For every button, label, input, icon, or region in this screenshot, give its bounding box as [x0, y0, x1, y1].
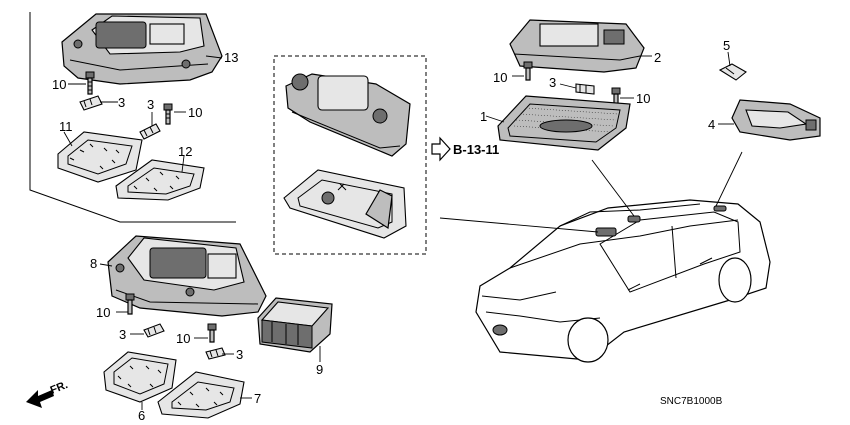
- callout-13: 13: [224, 50, 238, 65]
- callout-3: 3: [119, 327, 126, 342]
- callout-3: 3: [236, 347, 243, 362]
- lens-icon: [283, 169, 407, 239]
- map-light-housing-icon: [285, 73, 411, 157]
- car-icon: [475, 199, 771, 363]
- screw-icon: [125, 293, 135, 315]
- callout-2: 2: [654, 50, 661, 65]
- lens-icon: [497, 95, 631, 151]
- callout-11: 11: [59, 119, 73, 134]
- bulb-icon: [139, 123, 161, 140]
- arrow-icon: [26, 390, 54, 408]
- callout-1: 1: [480, 109, 487, 124]
- callout-10: 10: [176, 331, 190, 346]
- screw-icon: [523, 61, 533, 81]
- diagram-code: SNC7B1000B: [660, 396, 723, 407]
- map-light-housing-icon: [107, 235, 267, 317]
- map-light-housing-icon: [61, 13, 223, 85]
- screw-icon: [207, 323, 217, 343]
- callout-10: 10: [96, 305, 110, 320]
- lens-icon: [157, 371, 245, 419]
- callout-3: 3: [549, 75, 556, 90]
- reference-label: B-13-11: [453, 142, 499, 157]
- callout-5: 5: [723, 38, 730, 53]
- callout-3: 3: [147, 97, 154, 112]
- screw-icon: [85, 71, 95, 95]
- map-light-housing-icon: [257, 297, 333, 353]
- group-frame-top-left: [29, 12, 236, 223]
- callout-12: 12: [178, 144, 192, 159]
- callout-10: 10: [188, 105, 202, 120]
- callout-10: 10: [52, 77, 66, 92]
- bulb-icon: [575, 83, 595, 95]
- screw-icon: [163, 103, 173, 125]
- callout-7: 7: [254, 391, 261, 406]
- bulb-icon: [718, 63, 747, 81]
- callout-6: 6: [138, 408, 145, 423]
- bulb-icon: [205, 347, 226, 360]
- bulb-icon: [79, 95, 103, 111]
- callout-8: 8: [90, 256, 97, 271]
- lens-icon: [57, 131, 143, 183]
- callout-10: 10: [493, 70, 507, 85]
- map-light-housing-icon: [731, 99, 821, 141]
- lens-icon: [103, 351, 177, 403]
- callout-3: 3: [118, 95, 125, 110]
- bulb-icon: [143, 323, 165, 338]
- front-direction-label: FR.: [49, 379, 70, 397]
- callout-10: 10: [636, 91, 650, 106]
- map-light-housing-icon: [509, 19, 645, 73]
- callout-4: 4: [708, 117, 715, 132]
- callout-9: 9: [316, 362, 323, 377]
- arrow-icon: [431, 136, 451, 162]
